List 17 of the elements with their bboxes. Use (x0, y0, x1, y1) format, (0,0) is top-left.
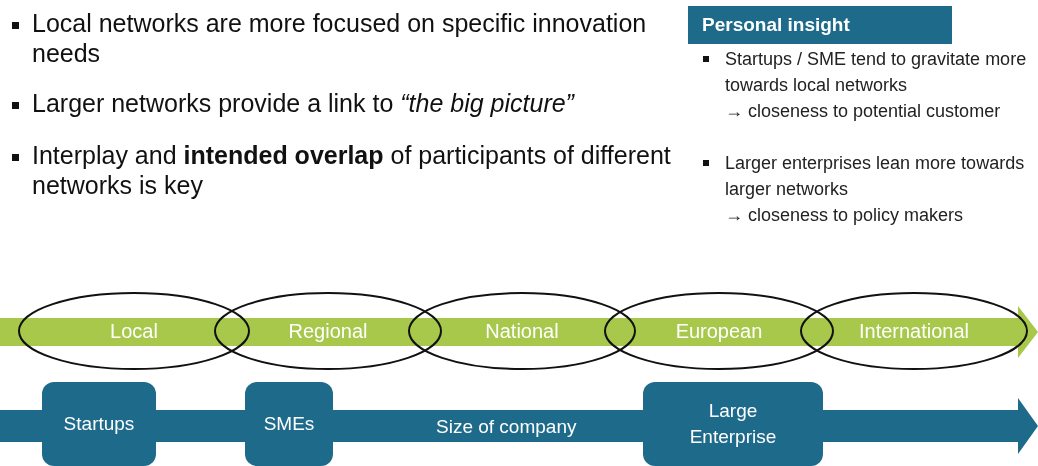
bullet-text: Larger networks provide a link to “the big picture” (32, 88, 576, 118)
bullet-text: → closeness to policy makers (725, 204, 965, 227)
network-label: European (674, 319, 764, 343)
axis-label: Size of company (436, 415, 577, 439)
bullet-text: Startups / SME tend to gravitate more towards local networks (725, 48, 1028, 97)
company-box: Large Enterprise (643, 382, 823, 466)
bullet-text: Interplay and intended overlap of participants of different networks is key (32, 140, 672, 200)
company-box: Startups (42, 382, 156, 466)
network-label: National (484, 319, 560, 343)
company-box: SMEs (245, 382, 333, 466)
bullet-text: Local networks are more focused on specific innovation needs (32, 8, 648, 68)
network-label: Local (109, 319, 159, 343)
network-label: Regional (287, 319, 369, 343)
bullet-text: → closeness to potential customer (725, 100, 1002, 123)
header-box: Personal insight (688, 6, 952, 44)
network-label: International (857, 319, 971, 343)
bullet-text: Larger enterprises lean more towards larger networks (725, 152, 1025, 201)
